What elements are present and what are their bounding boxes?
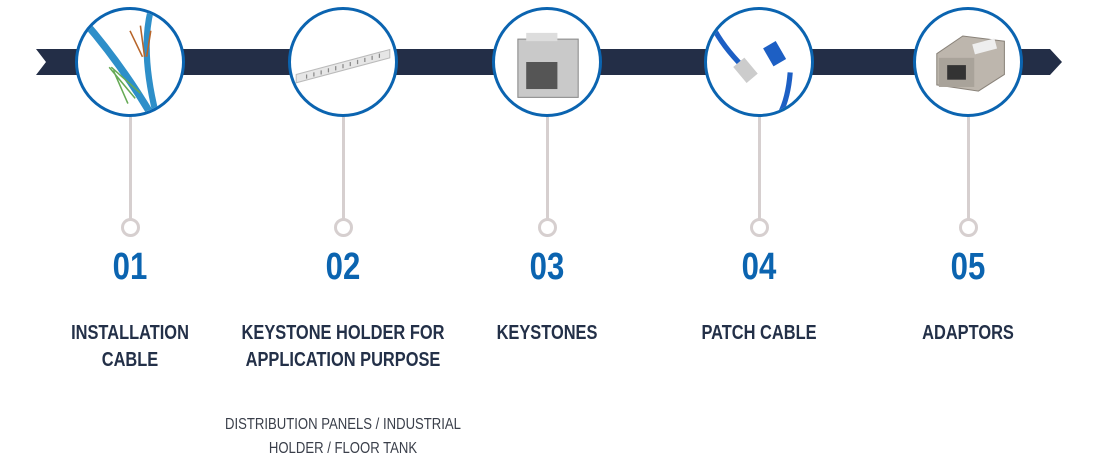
step-subtitle: DISTRIBUTION PANELS / INDUSTRIAL HOLDER /… — [187, 413, 499, 461]
step-title: ADAPTORS — [829, 320, 1100, 347]
connector-dot — [121, 218, 140, 237]
step-01: 01 INSTALLATION CABLE — [20, 0, 240, 463]
patch-cable-icon — [704, 7, 814, 117]
step-title-line: KEYSTONES — [496, 322, 598, 344]
step-subtitle-line: DISTRIBUTION PANELS / INDUSTRIAL — [225, 416, 461, 433]
connector-line — [129, 117, 132, 219]
connector-dot — [334, 218, 353, 237]
step-title-line: APPLICATION PURPOSE — [245, 349, 441, 371]
keystone-holder-icon — [288, 7, 398, 117]
installation-cable-icon — [75, 7, 185, 117]
step-title-line: CABLE — [101, 349, 159, 371]
connector-dot — [959, 218, 978, 237]
step-number: 03 — [529, 246, 565, 288]
connector-dot — [538, 218, 557, 237]
step-03: 03 KEYSTONES — [437, 0, 657, 463]
step-title-line: ADAPTORS — [922, 322, 1014, 344]
adaptor-icon — [913, 7, 1023, 117]
step-04: 04 PATCH CABLE — [649, 0, 869, 463]
step-02: 02 KEYSTONE HOLDER FOR APPLICATION PURPOS… — [225, 0, 461, 463]
connector-line — [342, 117, 345, 219]
step-title: PATCH CABLE — [620, 320, 899, 347]
step-subtitle-line: HOLDER / FLOOR TANK — [268, 440, 418, 457]
step-title: KEYSTONE HOLDER FOR APPLICATION PURPOSE — [204, 320, 483, 374]
step-title: INSTALLATION CABLE — [0, 320, 269, 374]
step-title-line: KEYSTONE HOLDER FOR — [241, 322, 445, 344]
step-number: 05 — [950, 246, 986, 288]
connector-line — [758, 117, 761, 219]
connector-line — [546, 117, 549, 219]
connector-dot — [750, 218, 769, 237]
step-title-line: PATCH CABLE — [701, 322, 817, 344]
step-title: KEYSTONES — [408, 320, 687, 347]
step-number: 01 — [112, 246, 148, 288]
step-number: 04 — [741, 246, 777, 288]
connector-line — [967, 117, 970, 219]
step-number: 02 — [325, 246, 361, 288]
step-05: 05 ADAPTORS — [858, 0, 1078, 463]
step-title-line: INSTALLATION — [71, 322, 189, 344]
keystone-icon — [492, 7, 602, 117]
